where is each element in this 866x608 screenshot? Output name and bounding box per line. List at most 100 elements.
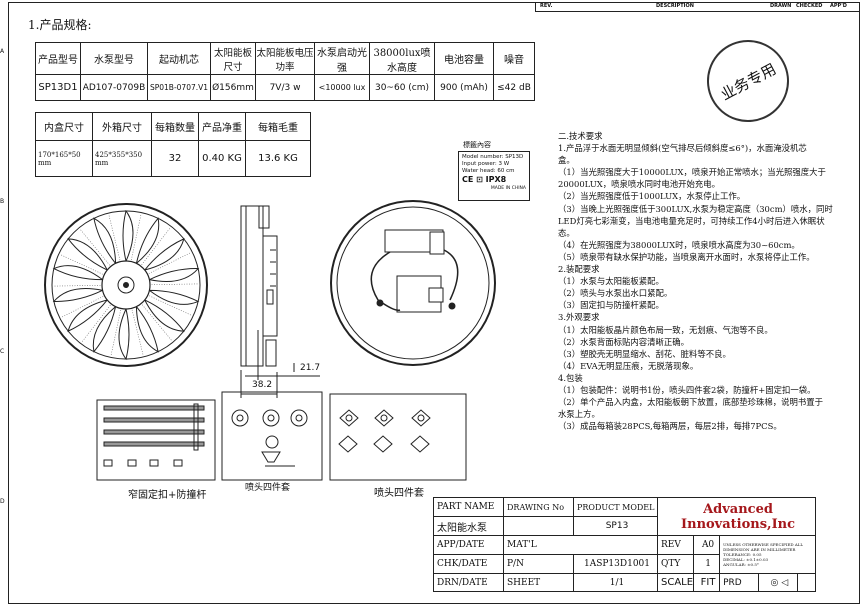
revision-header: REV. DESCRIPTION DRAWN CHECKED APP'D (535, 2, 860, 12)
requirement-line: （4）EVA无明显压痕，无脱落现象。 (558, 360, 699, 371)
scale-value: FIT (693, 573, 721, 592)
chk-date-label: CHK/DATE (433, 554, 504, 574)
spec-header: 产品型号 (35, 42, 81, 75)
panel-hatch (140, 302, 173, 342)
label-origin: MADE IN CHINA (490, 186, 526, 191)
zone-c: C (0, 348, 5, 355)
requirement-line: 2.装配要求 (558, 264, 600, 275)
requirement-line: （3）塑胶壳无明显缩水、刮花、脏料等不良。 (558, 348, 731, 359)
dimension-height: 21.7 (300, 363, 321, 373)
panel-hatch (146, 294, 193, 316)
nozzle-caption-2: 喷头四件套 (374, 488, 424, 499)
requirement-line: LED灯亮七彩渐变，当电池电量充足时，可持续工作4小时后进入休眠状 (558, 215, 825, 226)
pn-label: P/N (503, 554, 574, 574)
panel-hatch (108, 214, 121, 263)
projection-symbol-icon: ◎ ◁ (757, 573, 798, 592)
sheet-value: 1/1 (573, 573, 658, 592)
spec-header: 太阳能板尺寸 (210, 42, 256, 75)
drawing-no-label: DRAWING No (503, 497, 574, 517)
approved-heading: APP'D (830, 3, 847, 9)
pack-header: 内盒尺寸 (35, 112, 93, 141)
part-name-value: 太阳能水泵 (433, 516, 504, 536)
note-line: DECIMAL: ±0.1±0.03 (723, 557, 769, 562)
pack-value: 425*355*350 mm (92, 140, 152, 177)
spec-value: Ø156mm (210, 74, 256, 101)
stake-caption: 窄固定扣+防撞杆 (128, 490, 207, 501)
product-label: Model number: SP13D Input power: 3 W Wat… (458, 151, 530, 201)
panel-hatch (60, 295, 106, 318)
pack-header: 产品净重 (198, 112, 246, 141)
requirement-line: 水泵上方。 (558, 409, 600, 420)
panel-hatch (79, 228, 112, 268)
drawn-heading: DRAWN (770, 3, 792, 9)
spec-value: AD107-0709B (80, 74, 148, 101)
spec-value: <10000 lux (314, 74, 370, 101)
panel-hatch (130, 213, 142, 263)
requirement-line: 盒。 (558, 155, 575, 166)
label-model: Model number: SP13D (462, 154, 524, 160)
requirement-line: （3）当晚上光照强度低于300LUX,水泵为稳定高度（30cm）喷水，同时 (558, 203, 833, 214)
panel-hatch (110, 307, 122, 357)
scale-label: SCALE (656, 573, 695, 592)
product-model-value: SP13 (573, 516, 658, 536)
spec-table: 产品型号 水泵型号 起动机芯 太阳能板尺寸 太阳能板电压功率 水泵启动光强 38… (35, 42, 535, 101)
note-line: DIMENSION ARE IN MILLIMETER (723, 547, 796, 552)
panel-hatch (53, 285, 104, 287)
dimension-width: 38.2 (252, 380, 273, 390)
panel-blade (67, 299, 109, 333)
pack-value: 13.6 KG (245, 140, 311, 177)
solar-panel-front-view (44, 203, 208, 367)
requirement-line: （5）喷泉带有缺水保护功能，当喷泉离开水面时，水泵将停止工作。 (558, 251, 815, 262)
pack-value: 0.40 KG (198, 140, 246, 177)
panel-blade (135, 305, 159, 353)
panel-blade (92, 305, 117, 353)
blank-cell (796, 573, 817, 592)
zone-a: A (0, 48, 5, 55)
panel-blade (143, 237, 185, 271)
prd-label: PRD (719, 573, 759, 592)
label-caption: 標籤內容 (463, 141, 491, 149)
requirement-line: （1）太阳能板晶片颜色布局一致，无划痕、气泡等不良。 (558, 324, 773, 335)
rev-heading: REV. (540, 3, 553, 9)
requirement-line: （2）喷头与水泵出水口紧配。 (558, 288, 673, 299)
note-line: UNLESS OTHERWISE SPECIFIED ALL (723, 542, 804, 547)
spec-header: 噪音 (493, 42, 535, 75)
panel-blade (147, 268, 200, 282)
spec-header: 水泵型号 (80, 42, 148, 75)
label-power: Input power: 3 W (462, 161, 510, 167)
requirement-line: 20000LUX，喷泉喷水同时电池开始充电。 (558, 179, 721, 190)
requirement-line: （4）在光照强度为38000LUX时，喷泉喷水高度为30~60cm。 (558, 239, 800, 250)
requirement-line: 二.技术要求 (558, 131, 603, 141)
drn-date-label: DRN/DATE (433, 573, 504, 592)
company-name: Advanced Innovations,Inc (656, 497, 817, 536)
pack-value: 32 (151, 140, 199, 177)
rev-label: REV (656, 535, 695, 555)
description-heading: DESCRIPTION (656, 3, 694, 9)
requirement-line: （3）成品每箱装28PCS,每箱两层，每层2排，每排7PCS。 (558, 421, 782, 432)
requirement-line: （1）水泵与太阳能板紧配。 (558, 276, 664, 287)
panel-hatch (148, 283, 199, 285)
requirement-line: 态。 (558, 227, 575, 238)
spec-value: ≤42 dB (493, 74, 535, 101)
requirement-line: （2）当光照强度低于1000LUX，水泵停止工作。 (558, 191, 746, 202)
panel-blade (67, 238, 109, 272)
requirement-line: （3）固定扣与防撞杆紧配。 (558, 300, 664, 311)
spec-header: 电池容量 (434, 42, 494, 75)
packing-table: 内盒尺寸 外箱尺寸 每箱数量 产品净重 每箱毛重 170*165*50 mm 4… (35, 112, 311, 177)
panel-blade (147, 289, 200, 305)
label-marks: CE ⊡ IPX8 (462, 175, 507, 184)
nozzle-caption-1: 喷头四件套 (245, 483, 291, 493)
panel-blade (93, 217, 117, 265)
requirement-line: （1）包装配件：说明书1份，喷头四件套2袋，防撞杆+固定扣一袋。 (558, 384, 816, 395)
note-line: TOLERANCE: 0.05 (723, 552, 762, 557)
label-height: Water head: 60 cm (462, 168, 515, 174)
panel-blade (52, 265, 105, 281)
back-view (330, 200, 496, 366)
rev-value: A0 (693, 535, 721, 555)
sheet-label: SHEET (503, 573, 574, 592)
panel-blade (122, 209, 134, 263)
panel-blade (135, 217, 160, 265)
checked-heading: CHECKED (796, 3, 823, 9)
spec-section-title: 1.产品规格: (28, 18, 92, 32)
title-block: PART NAME DRAWING No PRODUCT MODEL Advan… (433, 497, 817, 592)
